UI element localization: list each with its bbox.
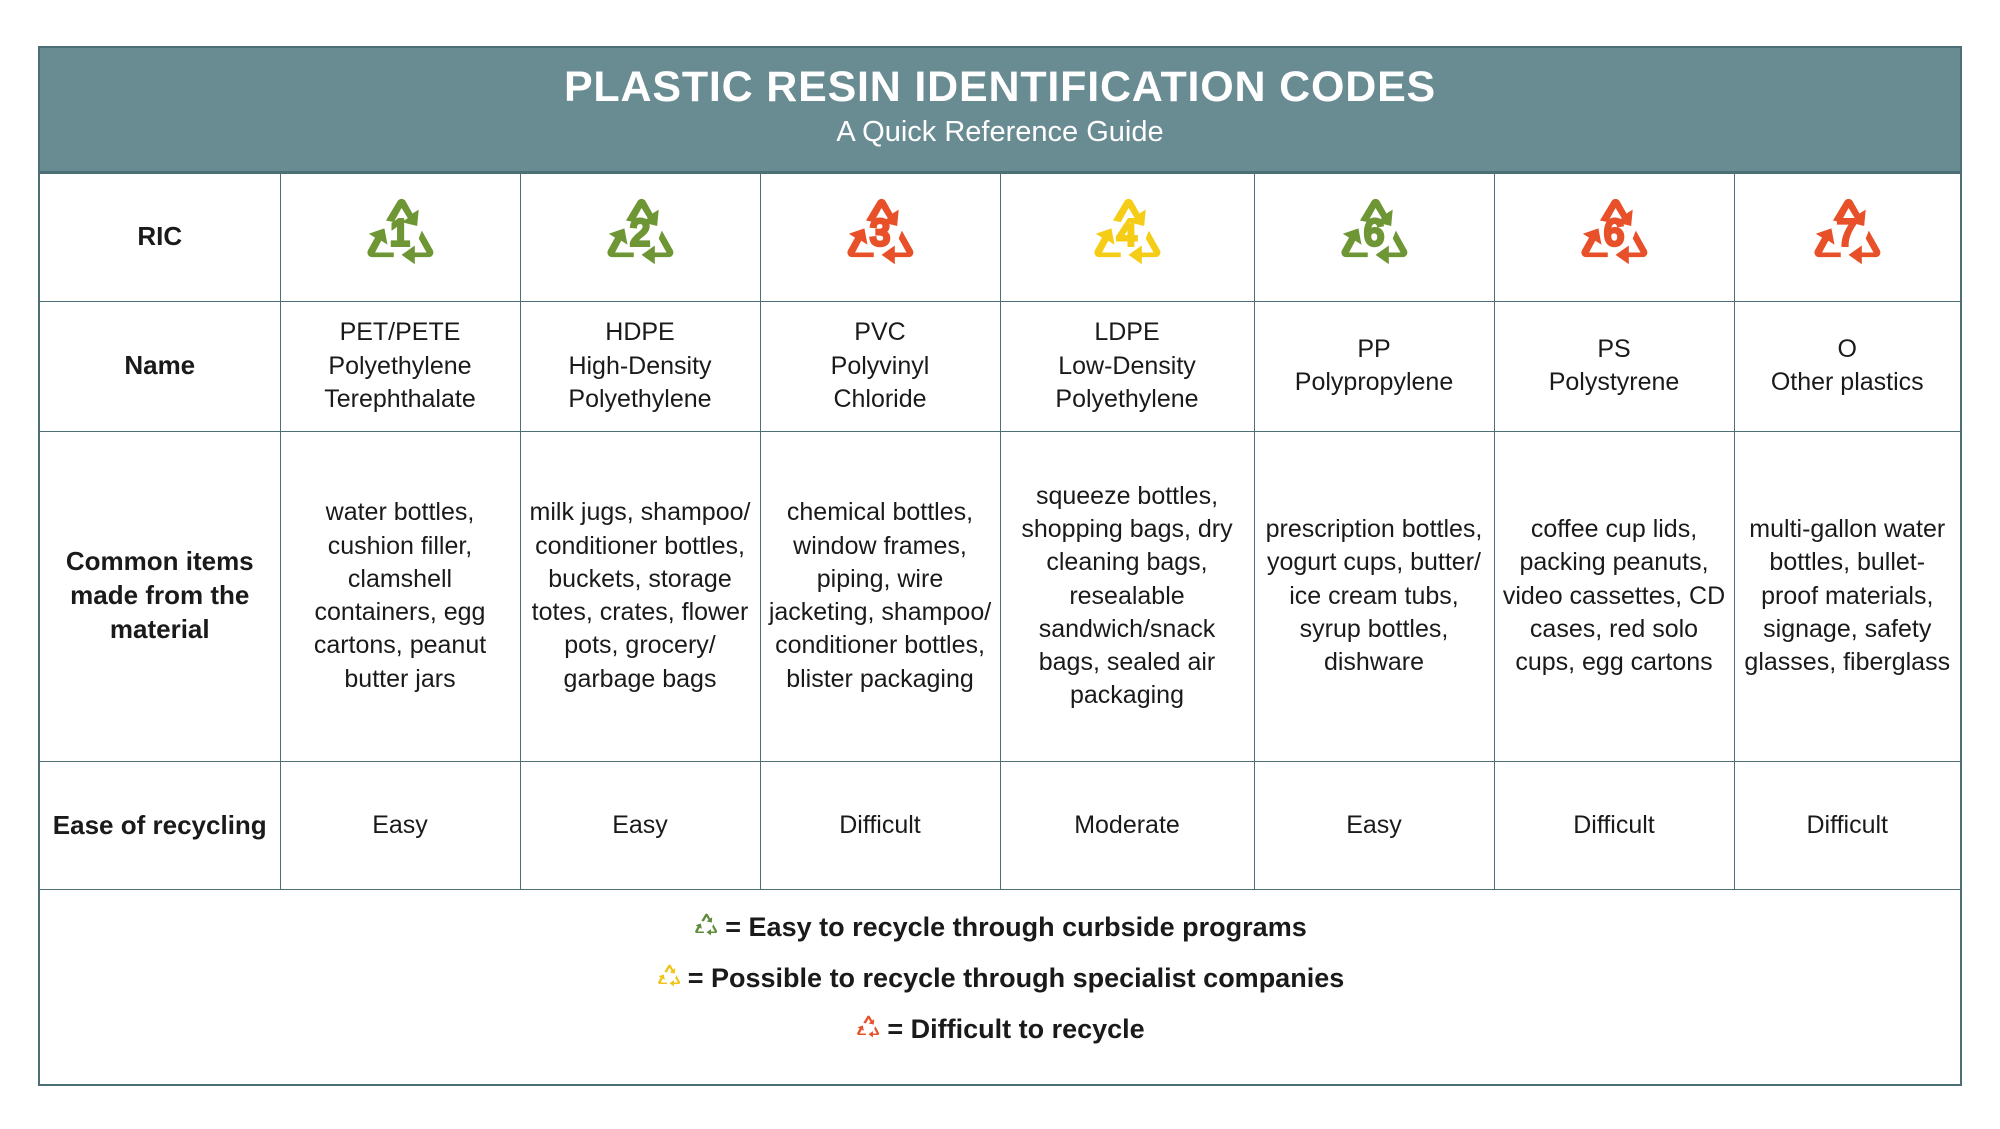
ease-cell-2: Easy: [519, 760, 761, 890]
legend-text: = Possible to recycle through specialist…: [687, 963, 1345, 994]
recycling-triangle-icon: 1: [361, 194, 439, 272]
name-cell-5: PP Polypropylene: [1253, 300, 1495, 432]
svg-text:3: 3: [870, 213, 890, 253]
items-cell-7: multi-gallon water bottles, bullet-proof…: [1733, 430, 1960, 762]
ease-cell-6: Difficult: [1493, 760, 1735, 890]
name-abbr: PVC: [854, 318, 906, 347]
legend-text: = Easy to recycle through curbside progr…: [725, 912, 1307, 943]
name-abbr: PP: [1357, 334, 1391, 363]
legend-text: = Difficult to recycle: [887, 1014, 1145, 1045]
name-cell-7: O Other plastics: [1733, 300, 1960, 432]
name-full-line2: Polyethylene: [1055, 384, 1199, 413]
ease-cell-1: Easy: [279, 760, 521, 890]
ease-cell-7: Difficult: [1733, 760, 1960, 890]
name-cell-6: PS Polystyrene: [1493, 300, 1735, 432]
page-subtitle: A Quick Reference Guide: [836, 116, 1164, 149]
table-row-name: Name PET/PETE Polyethylene Terephthalate…: [40, 300, 1960, 432]
name-cell-1: PET/PETE Polyethylene Terephthalate: [279, 300, 521, 432]
name-full-line1: Polystyrene: [1548, 368, 1680, 397]
row-label-common-items: Common items made from the material: [40, 430, 281, 762]
row-label-ric: RIC: [40, 172, 281, 302]
recycling-triangle-icon: [693, 912, 719, 938]
name-full-line2: Terephthalate: [324, 384, 476, 413]
items-cell-2: milk jugs, shampoo/ conditioner bottles,…: [519, 430, 761, 762]
name-full-line1: Polypropylene: [1294, 368, 1454, 397]
page-title: PLASTIC RESIN IDENTIFICATION CODES: [563, 63, 1437, 111]
name-full-line1: Other plastics: [1770, 368, 1924, 397]
svg-text:6: 6: [1364, 213, 1384, 253]
ease-cell-4: Moderate: [999, 760, 1255, 890]
recycling-triangle-icon: [855, 1014, 881, 1040]
card-header: PLASTIC RESIN IDENTIFICATION CODES A Qui…: [40, 48, 1960, 173]
svg-text:1: 1: [390, 213, 410, 253]
name-abbr: O: [1837, 334, 1857, 363]
name-cell-2: HDPE High-Density Polyethylene: [519, 300, 761, 432]
name-abbr: PS: [1597, 334, 1631, 363]
items-cell-6: coffee cup lids, packing peanuts, video …: [1493, 430, 1735, 762]
legend-item-difficult: = Difficult to recycle: [40, 1014, 1960, 1043]
recycling-triangle-icon: 6: [1335, 194, 1413, 272]
name-full-line1: Polyvinyl: [830, 351, 930, 380]
items-cell-3: chemical bottles, window frames, piping,…: [759, 430, 1001, 762]
ric-cell-3: 3: [759, 172, 1001, 302]
name-full-line2: Polyethylene: [568, 384, 712, 413]
table-row-common-items: Common items made from the material wate…: [40, 430, 1960, 762]
ric-cell-4: 4: [999, 172, 1255, 302]
recycling-triangle-icon: [656, 963, 682, 989]
ric-cell-1: 1: [279, 172, 521, 302]
legend: = Easy to recycle through curbside progr…: [40, 889, 1960, 1061]
recycling-triangle-icon: 3: [841, 194, 919, 272]
reference-card: PLASTIC RESIN IDENTIFICATION CODES A Qui…: [38, 46, 1962, 1086]
name-full-line2: Chloride: [833, 384, 927, 413]
ric-cell-5: 6: [1253, 172, 1495, 302]
recycling-triangle-icon: 7: [1808, 194, 1886, 272]
items-cell-4: squeeze bottles, shopping bags, dry clea…: [999, 430, 1255, 762]
items-cell-1: water bottles, cushion filler, clamshell…: [279, 430, 521, 762]
legend-item-possible: = Possible to recycle through specialist…: [40, 963, 1960, 992]
name-full-line1: High-Density: [568, 351, 712, 380]
svg-text:2: 2: [630, 213, 650, 253]
name-abbr: HDPE: [605, 318, 675, 347]
svg-text:7: 7: [1837, 213, 1857, 253]
items-cell-5: prescription bottles, yogurt cups, butte…: [1253, 430, 1495, 762]
legend-item-easy: = Easy to recycle through curbside progr…: [40, 912, 1960, 941]
ric-cell-6: 6: [1493, 172, 1735, 302]
ric-cell-2: 2: [519, 172, 761, 302]
resin-codes-table: RIC 1 2 3 4 6 6: [40, 172, 1960, 890]
name-cell-4: LDPE Low-Density Polyethylene: [999, 300, 1255, 432]
name-cell-3: PVC Polyvinyl Chloride: [759, 300, 1001, 432]
ease-cell-5: Easy: [1253, 760, 1495, 890]
name-abbr: PET/PETE: [339, 318, 461, 347]
row-label-name: Name: [40, 300, 281, 432]
name-full-line1: Low-Density: [1058, 351, 1196, 380]
ric-cell-7: 7: [1733, 172, 1960, 302]
table-row-ease: Ease of recycling Easy Easy Difficult Mo…: [40, 760, 1960, 890]
svg-text:6: 6: [1604, 213, 1624, 253]
recycling-triangle-icon: 6: [1575, 194, 1653, 272]
name-abbr: LDPE: [1094, 318, 1160, 347]
name-full-line1: Polyethylene: [328, 351, 472, 380]
row-label-ease: Ease of recycling: [40, 760, 281, 890]
recycling-triangle-icon: 4: [1088, 194, 1166, 272]
svg-text:4: 4: [1117, 213, 1137, 253]
ease-cell-3: Difficult: [759, 760, 1001, 890]
table-row-ric: RIC 1 2 3 4 6 6: [40, 172, 1960, 302]
recycling-triangle-icon: 2: [601, 194, 679, 272]
